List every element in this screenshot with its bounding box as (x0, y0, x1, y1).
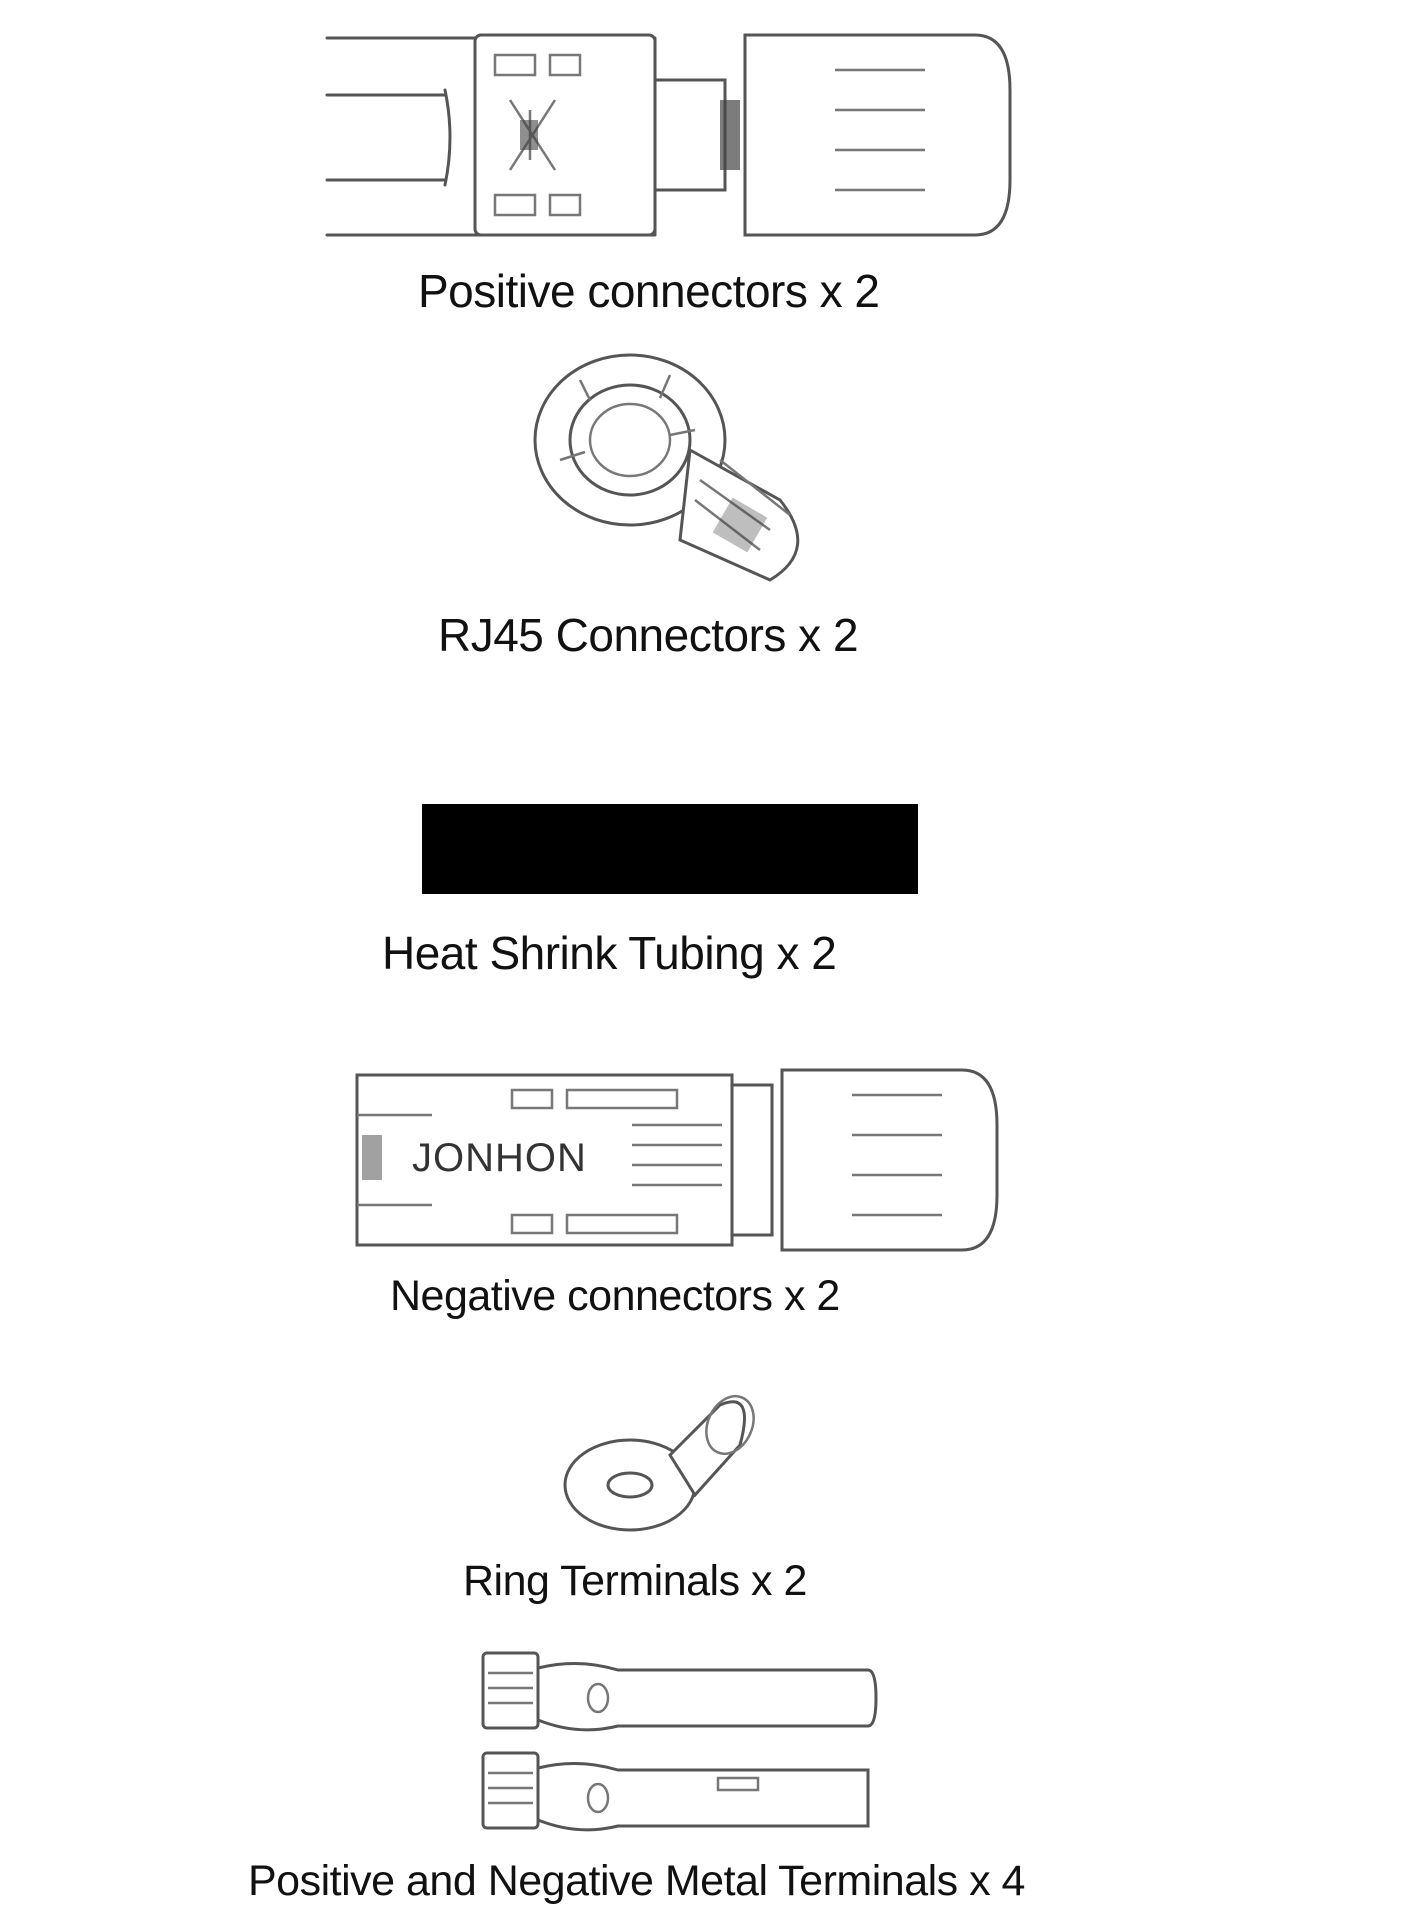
label-negative-connectors: Negative connectors x 2 (390, 1272, 840, 1320)
label-metal-terminals: Positive and Negative Metal Terminals x … (248, 1857, 1025, 1905)
rj45-connector-icon (533, 353, 800, 582)
label-rj45-connectors: RJ45 Connectors x 2 (438, 609, 859, 661)
negative-connector-imprint: JONHON (412, 1136, 587, 1180)
label-ring-terminals: Ring Terminals x 2 (463, 1557, 807, 1605)
label-heat-shrink-tubing: Heat Shrink Tubing x 2 (382, 927, 837, 979)
heat-shrink-tubing-icon (422, 804, 918, 894)
negative-connector-icon (355, 1068, 999, 1252)
ring-terminal-icon (563, 1395, 755, 1532)
positive-connector-icon (325, 33, 1012, 237)
label-positive-connectors: Positive connectors x 2 (418, 265, 880, 317)
metal-terminals-icon (481, 1651, 878, 1832)
